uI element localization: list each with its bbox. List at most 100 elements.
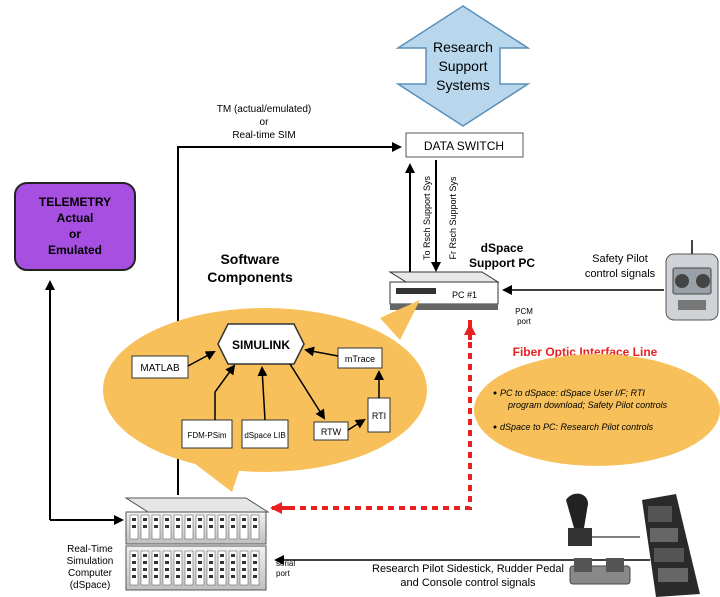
- rack-slot-led: [154, 561, 158, 564]
- software-components-line2: Components: [207, 269, 293, 285]
- rack-slot-led: [220, 554, 224, 557]
- telemetry-line2: Actual: [57, 211, 94, 225]
- research-support-line2: Support: [438, 58, 487, 74]
- rtw-block: RTW: [313, 421, 349, 441]
- rack-slot-led: [220, 561, 224, 564]
- rack-slot-led: [209, 554, 213, 557]
- telemetry-box: TELEMETRY Actual or Emulated: [14, 182, 136, 271]
- to-rsch-label: To Rsch Support Sys: [422, 175, 432, 260]
- rack-slot-led: [154, 525, 158, 528]
- fiber-bullet1-line1: PC to dSpace: dSpace User I/F; RTI: [500, 388, 645, 398]
- fiber-bullet2: dSpace to PC: Research Pilot controls: [500, 422, 654, 432]
- dspace-pc-title-line1: dSpace: [481, 241, 524, 255]
- rack-slot-led: [154, 575, 158, 578]
- research-support-arrow: Research Support Systems: [395, 5, 531, 127]
- matlab-label: MATLAB: [140, 363, 180, 374]
- data-switch-label: DATA SWITCH: [424, 139, 504, 153]
- dspace-lib-connector: [257, 366, 268, 421]
- safety-pilot-line1: Safety Pilot: [592, 253, 648, 265]
- rack-slot-led: [198, 561, 202, 564]
- rack-slot-led: [165, 518, 169, 521]
- rack-slot-led: [231, 525, 235, 528]
- simulink-rtw-connector: [289, 363, 326, 420]
- rack-slot-led: [231, 575, 235, 578]
- rt-computer-line3: Computer: [68, 568, 113, 579]
- rack-slot-led: [242, 525, 246, 528]
- sidestick-icon: [566, 493, 640, 546]
- pc-unit-label: PC #1: [452, 290, 477, 300]
- safety-pilot-line2: control signals: [585, 268, 656, 280]
- rack-slot-led: [209, 518, 213, 521]
- rack-slot-led: [220, 525, 224, 528]
- dspace-lib-label: dSpace LIB: [244, 431, 285, 440]
- rack-slot-led: [187, 575, 191, 578]
- rack-slot-led: [165, 554, 169, 557]
- mtrace-block: mTrace: [337, 347, 383, 369]
- pcm-port-line1: PCM: [515, 307, 533, 316]
- rack-slot-led: [253, 554, 257, 557]
- rack-slot-led: [154, 518, 158, 521]
- rt-computer-line1: Real-Time: [67, 544, 113, 555]
- fdm-psim-block: FDM-PSim: [181, 419, 233, 449]
- rack-slot-led: [242, 568, 246, 571]
- rack-slot-led: [198, 575, 202, 578]
- rack-slot-led: [132, 575, 136, 578]
- rti-label: RTI: [372, 411, 386, 421]
- matlab-connector: [187, 351, 216, 367]
- rack-slot-led: [154, 568, 158, 571]
- tm-label-line2: or: [260, 117, 270, 128]
- rack-slot-led: [165, 575, 169, 578]
- rack-slot-led: [132, 518, 136, 521]
- rack-slot-led: [176, 561, 180, 564]
- rtw-rti-connector: [347, 418, 366, 431]
- rtw-label: RTW: [321, 427, 342, 437]
- rack-slot-led: [209, 525, 213, 528]
- fdm-connector: [214, 364, 236, 420]
- rack-slot-led: [176, 554, 180, 557]
- rack-slot-led: [242, 575, 246, 578]
- rti-block: RTI: [367, 397, 391, 433]
- rack-slot-led: [176, 525, 180, 528]
- rack-slot-led: [231, 561, 235, 564]
- rack-slot-led: [231, 518, 235, 521]
- rc-controller-icon: [665, 240, 719, 321]
- mtrace-label: mTrace: [345, 354, 375, 364]
- research-support-line1: Research: [433, 39, 493, 55]
- rack-slot-led: [165, 561, 169, 564]
- rack-slot-led: [220, 575, 224, 578]
- support-pc-unit: PC #1: [388, 271, 500, 310]
- rt-computer-line2: Simulation: [67, 556, 114, 567]
- rack-slots: [129, 514, 260, 586]
- research-pilot-line1: Research Pilot Sidestick, Rudder Pedal: [372, 563, 564, 575]
- serial-port-line1: serial: [276, 559, 295, 568]
- rack-slot-led: [143, 518, 147, 521]
- rack-slot-led: [242, 554, 246, 557]
- rack-slot-led: [143, 568, 147, 571]
- tm-label-line1: TM (actual/emulated): [217, 104, 311, 115]
- rack-slot-led: [187, 554, 191, 557]
- rack-slot-led: [132, 568, 136, 571]
- rack-slot-led: [176, 575, 180, 578]
- rack-slot-led: [242, 518, 246, 521]
- rack-slot-led: [209, 561, 213, 564]
- simulink-block: SIMULINK: [217, 323, 305, 365]
- fiber-optic-line: [280, 320, 472, 510]
- fr-rsch-label: Fr Rsch Support Sys: [448, 176, 458, 260]
- software-components-line1: Software: [220, 251, 279, 267]
- rack-slot-led: [220, 518, 224, 521]
- rack-slot-led: [209, 568, 213, 571]
- rt-computer-line4: (dSpace): [70, 580, 111, 591]
- tm-label-line3: Real-time SIM: [232, 130, 295, 141]
- rack-slot-led: [143, 575, 147, 578]
- fdm-psim-label: FDM-PSim: [187, 431, 226, 440]
- rack-slot-led: [198, 568, 202, 571]
- data-switch-box: DATA SWITCH: [405, 132, 524, 158]
- pcm-port-line2: port: [517, 317, 532, 326]
- rack-slot-led: [209, 575, 213, 578]
- telemetry-line1: TELEMETRY: [39, 195, 111, 209]
- rack-slot-led: [220, 568, 224, 571]
- rack-slot-led: [231, 568, 235, 571]
- rack-slot-led: [187, 561, 191, 564]
- rack-slot-led: [198, 554, 202, 557]
